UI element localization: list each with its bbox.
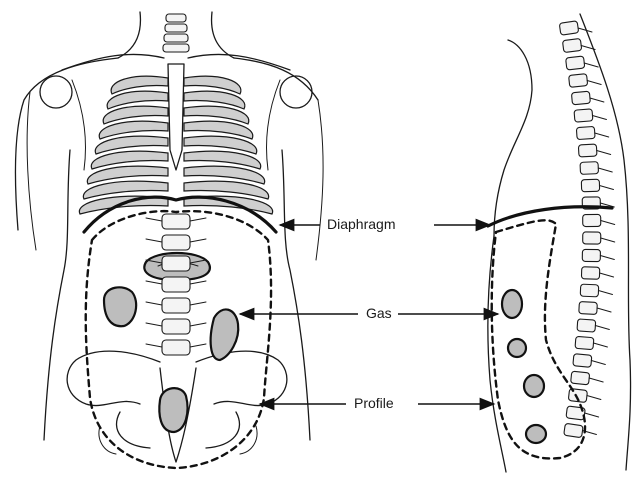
- clavicle-left: [62, 54, 164, 70]
- pelvis-right-wing: [196, 351, 287, 405]
- scapula-right: [267, 80, 281, 170]
- side-profile-outline: [492, 220, 585, 458]
- vertebra-front: [162, 298, 190, 313]
- vertebra-side: [581, 267, 599, 280]
- front-gas-bubble-lower: [159, 388, 187, 432]
- spinous-process: [584, 63, 598, 67]
- vertebra-side: [576, 126, 595, 139]
- clavicle-right: [188, 54, 290, 70]
- label-profile: Profile: [354, 395, 394, 411]
- front-view: [16, 12, 324, 468]
- vertebra-side: [582, 249, 600, 261]
- label-gas: Gas: [366, 305, 392, 321]
- side-gas-bubble-2: [508, 339, 526, 357]
- vertebra-side: [581, 179, 599, 192]
- vertebra-side: [579, 302, 598, 315]
- spinous-process: [599, 186, 613, 190]
- vertebra-side: [575, 336, 594, 349]
- vertebra-side: [564, 423, 583, 437]
- spinous-process: [587, 396, 601, 400]
- vertebra-side: [559, 21, 578, 35]
- side-chest-outline: [494, 40, 532, 236]
- vertebra-side: [573, 354, 592, 368]
- spinous-process: [595, 326, 609, 330]
- spinous-process: [598, 291, 612, 295]
- sternum: [168, 64, 184, 170]
- vertebra-side: [580, 162, 598, 175]
- front-arm-right: [316, 100, 323, 260]
- vertebra-side: [569, 74, 588, 88]
- spinous-process: [587, 81, 601, 85]
- labels: Diaphragm Gas Profile: [240, 216, 498, 411]
- front-neck-right: [212, 12, 234, 58]
- vertebra-side: [580, 284, 598, 297]
- vertebra-side: [566, 56, 585, 70]
- spinous-process: [592, 116, 606, 120]
- spinous-process: [601, 238, 615, 242]
- lumbar-spine-front: [146, 214, 206, 355]
- ribcage-right: [184, 76, 273, 214]
- vertebra-front: [162, 235, 190, 250]
- side-gas-bubble-1: [502, 290, 522, 318]
- spinous-process: [600, 256, 614, 260]
- spinous-process: [597, 308, 611, 312]
- vertebra-side: [578, 144, 597, 157]
- front-arm-left: [27, 92, 36, 250]
- label-diaphragm: Diaphragm: [327, 216, 395, 232]
- side-belly-outline: [488, 236, 506, 472]
- front-side-right: [282, 150, 310, 440]
- side-gas-bubble-3: [524, 375, 544, 397]
- front-side-left: [44, 150, 70, 440]
- spinous-process: [597, 151, 611, 155]
- vertebra-front: [162, 340, 190, 355]
- scapula-left: [72, 80, 86, 170]
- spinous-process: [593, 343, 607, 347]
- pelvis-left-wing: [67, 351, 160, 405]
- shoulder-joint-left: [40, 76, 72, 108]
- front-neck-left: [118, 12, 140, 58]
- vertebra-side: [577, 319, 596, 332]
- vertebra-front: [162, 319, 190, 334]
- vertebra-side: [562, 38, 581, 52]
- vertebra-side: [583, 214, 601, 226]
- vertebra-side: [583, 232, 601, 244]
- spinous-process: [595, 133, 609, 137]
- cervical-spine: [163, 14, 189, 52]
- spinous-process: [601, 221, 615, 225]
- spinous-process: [591, 361, 605, 365]
- spinous-process: [598, 168, 612, 172]
- shoulder-joint-right: [280, 76, 312, 108]
- spinous-process: [589, 378, 603, 382]
- side-view: [488, 14, 631, 472]
- vertebra-side: [571, 371, 590, 385]
- side-gas-bubble-4: [526, 425, 546, 443]
- vertebra-front: [162, 256, 190, 271]
- ribcage-left: [79, 76, 168, 214]
- front-gas-bubble-left: [104, 287, 136, 326]
- vertebra-side: [571, 91, 590, 105]
- vertebra-front: [162, 214, 190, 229]
- vertebra-side: [574, 109, 593, 122]
- spinous-process: [585, 413, 599, 417]
- spinous-process: [600, 273, 614, 277]
- hip-joint-left: [99, 426, 116, 454]
- vertebra-front: [162, 277, 190, 292]
- spinous-process: [590, 98, 604, 102]
